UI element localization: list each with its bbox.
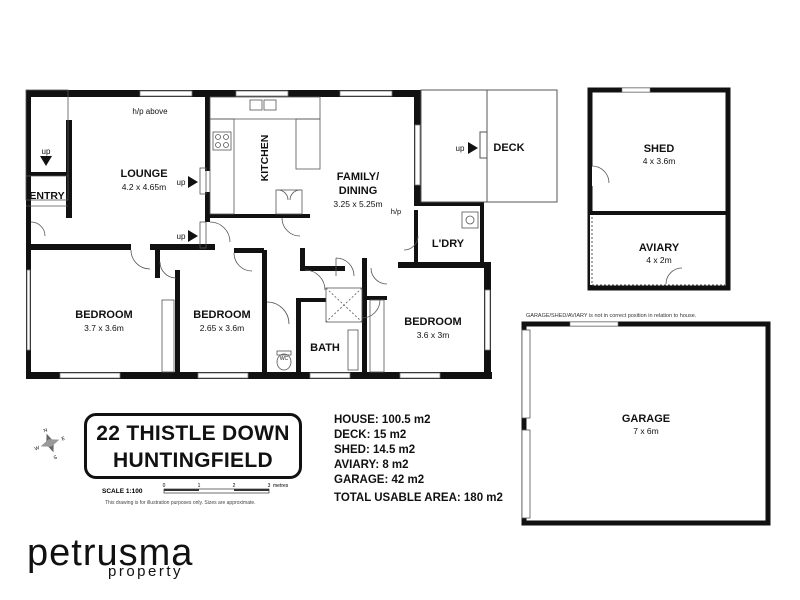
lounge-size: 4.2 x 4.65m — [122, 182, 166, 192]
aviary-size: 4 x 2m — [646, 255, 672, 265]
shed-walls — [587, 87, 731, 291]
laundry-label: L'DRY — [432, 238, 465, 250]
scale-tick-2: 2 — [233, 483, 236, 489]
scale-label: SCALE 1:100 — [102, 488, 143, 495]
address-box: 22 THISTLE DOWN HUNTINGFIELD — [84, 413, 302, 479]
kitchen-fittings — [209, 96, 321, 215]
up-arrow-icon — [468, 142, 478, 154]
address-line2: HUNTINGFIELD — [113, 449, 273, 472]
family-label-1: FAMILY/ — [337, 171, 379, 183]
scale-tick-1: 1 — [198, 483, 201, 489]
up-arrows — [40, 142, 478, 249]
door-swings — [30, 217, 419, 325]
brand-sub: property — [108, 563, 184, 580]
area-list: HOUSE: 100.5 m2 DECK: 15 m2 SHED: 14.5 m… — [334, 413, 431, 488]
scale-unit: metres — [273, 483, 289, 489]
compass-s: S — [53, 454, 59, 461]
up-arrow-icon — [188, 176, 198, 188]
shed-label: SHED — [644, 143, 675, 155]
address-line1: 22 THISTLE DOWN — [96, 422, 290, 445]
wc-label: WC — [280, 356, 289, 362]
area-aviary: AVIARY: 8 m2 — [334, 459, 409, 471]
scale-tick-3: 3 — [268, 483, 271, 489]
up-label-entry: up — [42, 147, 51, 156]
garage-label: GARAGE — [622, 413, 670, 425]
entry-label: ENTRY — [29, 190, 64, 202]
area-house: HOUSE: 100.5 m2 — [334, 414, 431, 426]
compass-e: E — [61, 436, 67, 443]
disclaimer: This drawing is for illustration purpose… — [105, 500, 256, 506]
windows — [26, 90, 491, 379]
bedroom2-label: BEDROOM — [193, 309, 250, 321]
family-label-2: DINING — [339, 185, 378, 197]
bedroom3-size: 3.6 x 3m — [417, 330, 450, 340]
family-size: 3.25 x 5.25m — [333, 199, 382, 209]
compass-n: N — [43, 427, 49, 434]
area-shed: SHED: 14.5 m2 — [334, 444, 416, 456]
scale-tick-0: 0 — [163, 483, 166, 489]
aviary-label: AVIARY — [639, 242, 680, 254]
up-label-lounge2: up — [177, 232, 186, 241]
compass-w: W — [34, 445, 41, 452]
bath-label: BATH — [310, 342, 340, 354]
shed-size: 4 x 3.6m — [643, 156, 676, 166]
compass-icon: N S E W — [34, 427, 67, 461]
up-arrow-icon — [188, 230, 198, 242]
bath-fittings — [161, 211, 479, 373]
bedroom1-size: 3.7 x 3.6m — [84, 323, 124, 333]
up-arrow-icon — [40, 156, 52, 166]
garage-size: 7 x 6m — [633, 426, 659, 436]
garage-walls — [521, 321, 771, 526]
scale-bar: SCALE 1:100 0 1 2 3 metres — [102, 483, 289, 495]
area-total: TOTAL USABLE AREA: 180 m2 — [334, 492, 503, 504]
bedroom1-label: BEDROOM — [75, 309, 132, 321]
garage-position-note: GARAGE/SHED/AVIARY is not in correct pos… — [526, 313, 697, 319]
bedroom2-size: 2.65 x 3.6m — [200, 323, 244, 333]
brand-logo: petrusma — [27, 532, 194, 574]
up-label-lounge: up — [177, 178, 186, 187]
hp-label: h/p — [391, 207, 401, 216]
hp-above-label: h/p above — [132, 107, 168, 116]
room-labels: LOUNGE 4.2 x 4.65m h/p above KITCHEN FAM… — [29, 107, 679, 436]
lounge-label: LOUNGE — [120, 168, 167, 180]
deck-label: DECK — [493, 142, 524, 154]
deck-outline — [420, 89, 558, 203]
area-deck: DECK: 15 m2 — [334, 429, 407, 441]
up-label-deck: up — [456, 144, 465, 153]
bedroom3-label: BEDROOM — [404, 316, 461, 328]
kitchen-label: KITCHEN — [259, 135, 271, 182]
area-garage: GARAGE: 42 m2 — [334, 474, 425, 486]
entry-outline — [25, 89, 69, 207]
